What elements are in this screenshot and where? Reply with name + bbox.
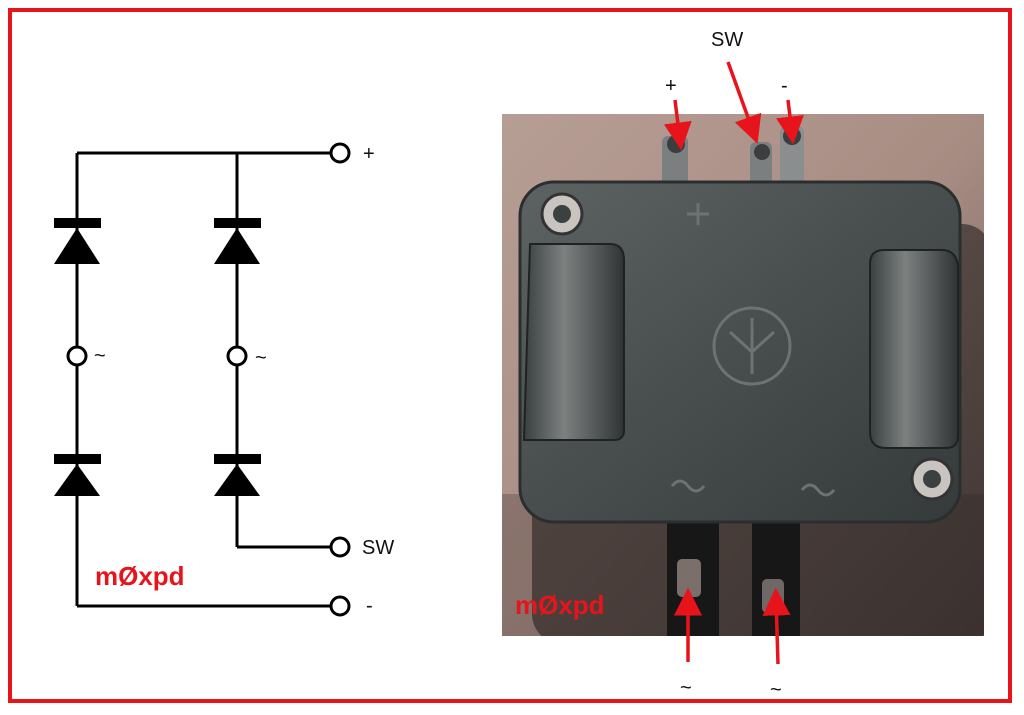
terminal-sw (329, 536, 351, 558)
photo-label-ac1: ~ (680, 677, 692, 699)
watermark-schematic: mØxpd (95, 561, 185, 591)
photo-label-minus: - (781, 75, 788, 97)
label-minus: - (366, 595, 373, 617)
schematic-wires (75, 151, 331, 608)
red-border-frame (8, 8, 1012, 703)
photo-illustration (502, 114, 984, 636)
diode-left-top (54, 218, 101, 264)
bridge-rectifier-schematic (54, 142, 351, 617)
photo-label-ac2: ~ (770, 679, 782, 701)
terminal-minus (329, 595, 351, 617)
component-photo (502, 114, 984, 636)
photo-label-sw: SW (711, 29, 744, 51)
diode-right-bottom (214, 454, 261, 496)
label-ac1: ~ (94, 345, 106, 367)
photo-label-plus: + (665, 75, 677, 97)
terminal-ac2 (226, 345, 248, 367)
diode-left-bottom (54, 454, 101, 496)
watermark-photo: mØxpd (515, 590, 605, 620)
terminal-plus (329, 142, 351, 164)
diode-right-top (214, 218, 261, 264)
terminal-ac1 (66, 345, 88, 367)
label-ac2: ~ (255, 347, 267, 369)
label-sw: SW (362, 537, 395, 559)
label-plus: + (363, 143, 375, 165)
